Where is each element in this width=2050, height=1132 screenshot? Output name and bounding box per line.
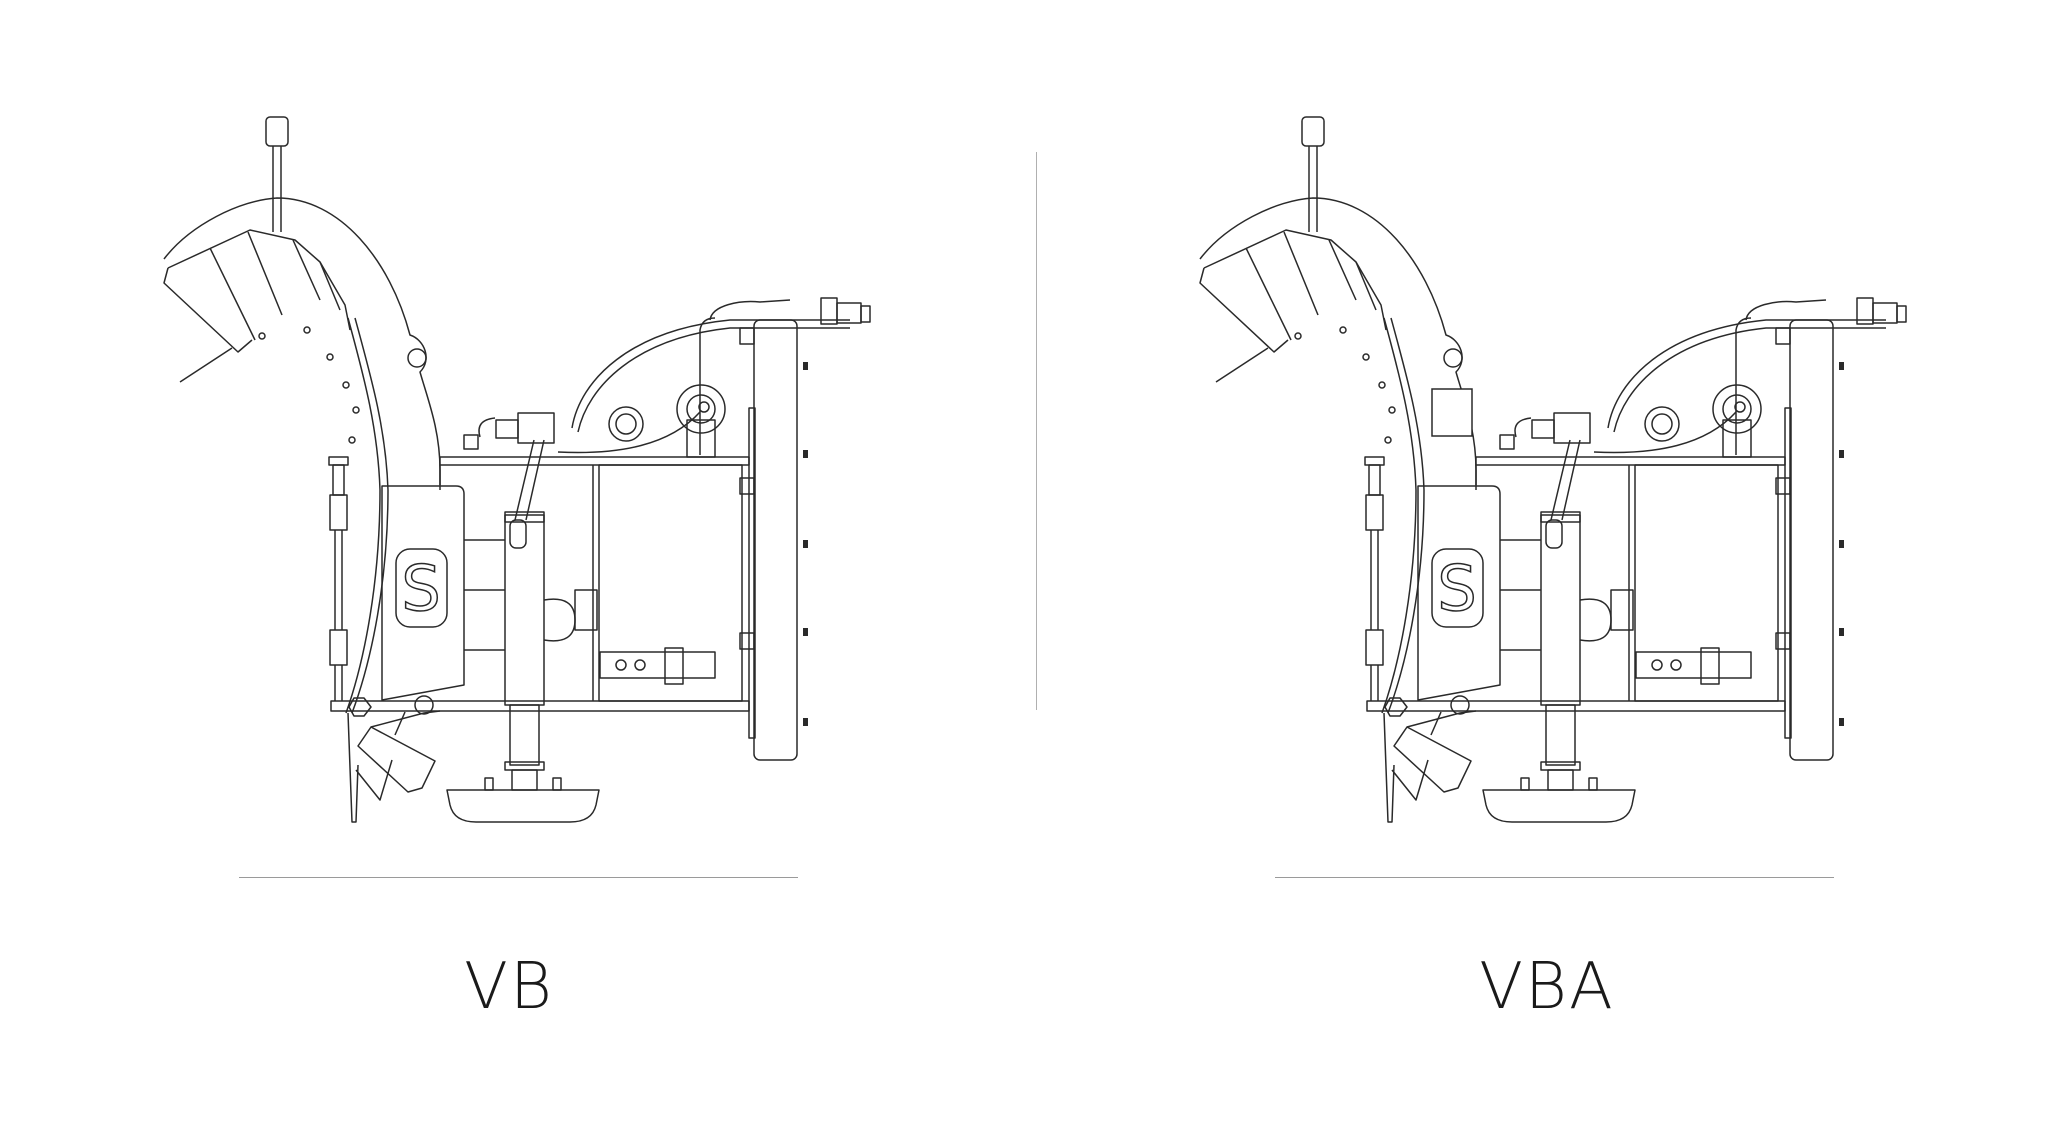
svg-text:S: S — [401, 552, 440, 625]
vb-logo: S — [395, 548, 448, 628]
vb-rule — [239, 877, 798, 878]
vba-label: VBA — [1479, 950, 1615, 1024]
vba-extra-box — [1431, 388, 1473, 437]
svg-text:S: S — [1437, 552, 1476, 625]
vb-label: VB — [464, 950, 554, 1024]
vba-machine-drawing: S — [1199, 116, 1907, 823]
vba-rule — [1275, 877, 1834, 878]
center-divider — [1036, 152, 1037, 710]
vb-machine-drawing: S — [163, 116, 871, 823]
vba-logo: S — [1431, 548, 1484, 628]
